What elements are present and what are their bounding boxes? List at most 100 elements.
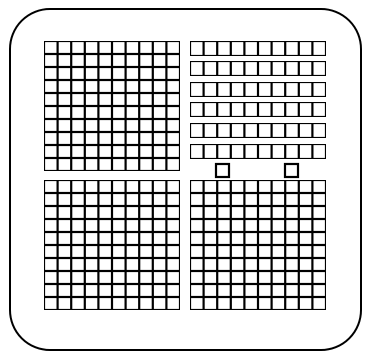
- hundred-square-bottom-left-cell: [59, 207, 70, 218]
- hundred-square-bottom-right-cell: [300, 194, 311, 205]
- hundred-square-bottom-left-cell: [45, 246, 56, 257]
- ten-rod-cell: [191, 124, 202, 137]
- hundred-square-top-left-cell: [86, 68, 97, 79]
- hundred-square-top-left-cell: [100, 81, 111, 92]
- hundred-square-bottom-left-cell: [100, 298, 111, 309]
- hundred-square-top-left-cell: [168, 159, 179, 170]
- hundred-square-bottom-right-cell: [191, 233, 202, 244]
- hundred-square-top-left-cell: [59, 68, 70, 79]
- hundred-square-bottom-left-cell: [45, 285, 56, 296]
- hundred-square-top-left-cell: [100, 42, 111, 53]
- hundred-square-bottom-left-cell: [168, 194, 179, 205]
- hundred-square-bottom-left-cell: [113, 298, 124, 309]
- hundred-square-bottom-right-cell: [286, 233, 297, 244]
- hundred-square-bottom-left-cell: [86, 272, 97, 283]
- hundred-square-top-left-cell: [45, 146, 56, 157]
- hundred-square-bottom-right-cell: [300, 246, 311, 257]
- hundred-square-bottom-right-cell: [273, 181, 284, 192]
- hundred-square-bottom-left-cell: [168, 220, 179, 231]
- hundred-square-top-left-cell: [86, 146, 97, 157]
- hundred-square-top-left-cell: [140, 107, 151, 118]
- ten-rod-cell: [259, 83, 270, 96]
- hundred-square-bottom-left-cell: [168, 233, 179, 244]
- ten-rod-cell: [286, 83, 297, 96]
- hundred-square-bottom-left-cell: [100, 181, 111, 192]
- hundred-square-bottom-left-cell: [45, 181, 56, 192]
- hundred-square-bottom-left-cell: [154, 298, 165, 309]
- hundred-square-top-left-cell: [72, 159, 83, 170]
- hundred-square-top-left-cell: [72, 55, 83, 66]
- hundred-square-top-left-cell: [168, 68, 179, 79]
- hundred-square-bottom-left-cell: [113, 272, 124, 283]
- hundred-square-bottom-left-cell: [45, 194, 56, 205]
- ten-rod-cell: [273, 145, 284, 158]
- hundred-square-bottom-right-cell: [191, 181, 202, 192]
- hundred-square-bottom-right-cell: [246, 220, 257, 231]
- hundred-square-bottom-left-cell: [86, 220, 97, 231]
- ten-rod: [190, 61, 326, 76]
- hundred-square-bottom-right-cell: [205, 181, 216, 192]
- ten-rod-cell: [191, 42, 202, 55]
- hundred-square-top-left-cell: [59, 133, 70, 144]
- hundred-square-top-left-cell: [72, 81, 83, 92]
- hundred-square-top-left-cell: [86, 159, 97, 170]
- hundred-square-bottom-right-cell: [259, 259, 270, 270]
- hundred-square-bottom-left-cell: [100, 233, 111, 244]
- hundred-square-bottom-left-cell: [86, 259, 97, 270]
- hundred-square-bottom-right-cell: [205, 220, 216, 231]
- ten-rod-cell: [286, 42, 297, 55]
- hundred-square-top-left-cell: [168, 146, 179, 157]
- ten-rod: [190, 123, 326, 138]
- hundred-square-top-left-cell: [86, 120, 97, 131]
- hundred-square-bottom-left-cell: [86, 298, 97, 309]
- hundred-square-bottom-right-cell: [300, 259, 311, 270]
- hundred-square-bottom-right-cell: [300, 298, 311, 309]
- hundred-square-bottom-right-cell: [191, 220, 202, 231]
- hundred-square-bottom-left-cell: [140, 194, 151, 205]
- hundred-square-top-left-cell: [140, 55, 151, 66]
- hundred-square-bottom-left-cell: [127, 298, 138, 309]
- hundred-square-top-left-cell: [45, 159, 56, 170]
- hundred-square-bottom-left-cell: [113, 246, 124, 257]
- hundred-square-bottom-right-cell: [314, 207, 325, 218]
- hundred-square-bottom-right-cell: [218, 181, 229, 192]
- hundred-square-bottom-left-cell: [86, 207, 97, 218]
- hundred-square-top-left-cell: [100, 120, 111, 131]
- hundred-square-bottom-right-cell: [259, 272, 270, 283]
- hundred-square-bottom-left-cell: [72, 285, 83, 296]
- ten-rod-cell: [246, 62, 257, 75]
- hundred-square-bottom-left-cell: [86, 181, 97, 192]
- hundred-square-top-left-cell: [168, 133, 179, 144]
- hundred-square-bottom-right-cell: [286, 181, 297, 192]
- hundred-square-bottom-right-cell: [273, 220, 284, 231]
- hundred-square-bottom-right-cell: [232, 181, 243, 192]
- hundred-square-top-left-cell: [140, 120, 151, 131]
- hundred-square-bottom-right-cell: [191, 259, 202, 270]
- hundred-square-top-left-cell: [45, 133, 56, 144]
- ten-rod-cell: [259, 103, 270, 116]
- hundred-square-top-left-cell: [45, 68, 56, 79]
- hundred-square-bottom-left-cell: [72, 181, 83, 192]
- hundred-square-bottom-left-cell: [140, 207, 151, 218]
- hundred-square-bottom-left-cell: [72, 272, 83, 283]
- hundred-square-bottom-right-cell: [273, 285, 284, 296]
- hundred-square-bottom-right-cell: [259, 246, 270, 257]
- unit-cube: [216, 164, 229, 177]
- hundred-square-bottom-left-cell: [86, 194, 97, 205]
- hundred-square-bottom-right-cell: [205, 246, 216, 257]
- hundred-square-bottom-left-cell: [45, 298, 56, 309]
- hundred-square-top-left-cell: [86, 94, 97, 105]
- hundred-square-top-left-cell: [127, 159, 138, 170]
- hundred-square-bottom-right-cell: [286, 207, 297, 218]
- hundred-square-bottom-right-cell: [273, 298, 284, 309]
- hundred-square-top-left-cell: [72, 107, 83, 118]
- hundred-square-bottom-right-cell: [314, 233, 325, 244]
- hundred-square-bottom-right-cell: [273, 233, 284, 244]
- hundred-square-bottom-right-cell: [218, 285, 229, 296]
- ten-rod-cell: [314, 145, 325, 158]
- hundred-square-top-left-cell: [127, 120, 138, 131]
- hundred-square-top-left-cell: [154, 133, 165, 144]
- ten-rod: [190, 82, 326, 97]
- hundred-square-bottom-left-cell: [59, 233, 70, 244]
- hundred-square-bottom-right-cell: [246, 181, 257, 192]
